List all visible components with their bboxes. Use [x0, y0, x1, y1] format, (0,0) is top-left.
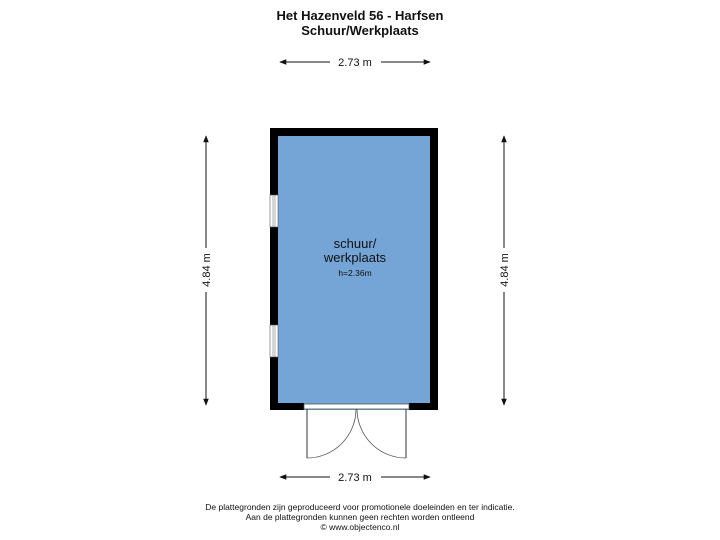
right-dimension: 4.84 m: [499, 135, 511, 406]
double-door: [303, 403, 410, 459]
copyright-link[interactable]: © www.objectenco.nl: [320, 522, 400, 532]
bottom-dimension: 2.73 m: [279, 472, 431, 484]
top-width-label: 2.73 m: [338, 57, 372, 69]
right-height-label: 4.84 m: [499, 253, 511, 287]
window-lower: [269, 324, 279, 358]
room-floor: [270, 128, 438, 410]
property-address: Het Hazenveld 56 - Harfsen: [276, 8, 444, 23]
room-name-line2: werkplaats: [323, 250, 387, 265]
left-dimension: 4.84 m: [201, 135, 213, 406]
left-height-label: 4.84 m: [201, 253, 213, 287]
floor-name: Schuur/Werkplaats: [301, 23, 419, 38]
window-upper: [269, 194, 279, 228]
walls: [270, 128, 438, 410]
disclaimer-line1: De plattegronden zijn geproduceerd voor …: [205, 502, 515, 512]
room-height: h=2.36m: [338, 268, 371, 278]
top-dimension: 2.73 m: [279, 57, 431, 69]
room-name-line1: schuur/: [334, 236, 377, 251]
disclaimer-line2: Aan de plattegronden kunnen geen rechten…: [245, 512, 475, 522]
bottom-width-label: 2.73 m: [338, 472, 372, 484]
